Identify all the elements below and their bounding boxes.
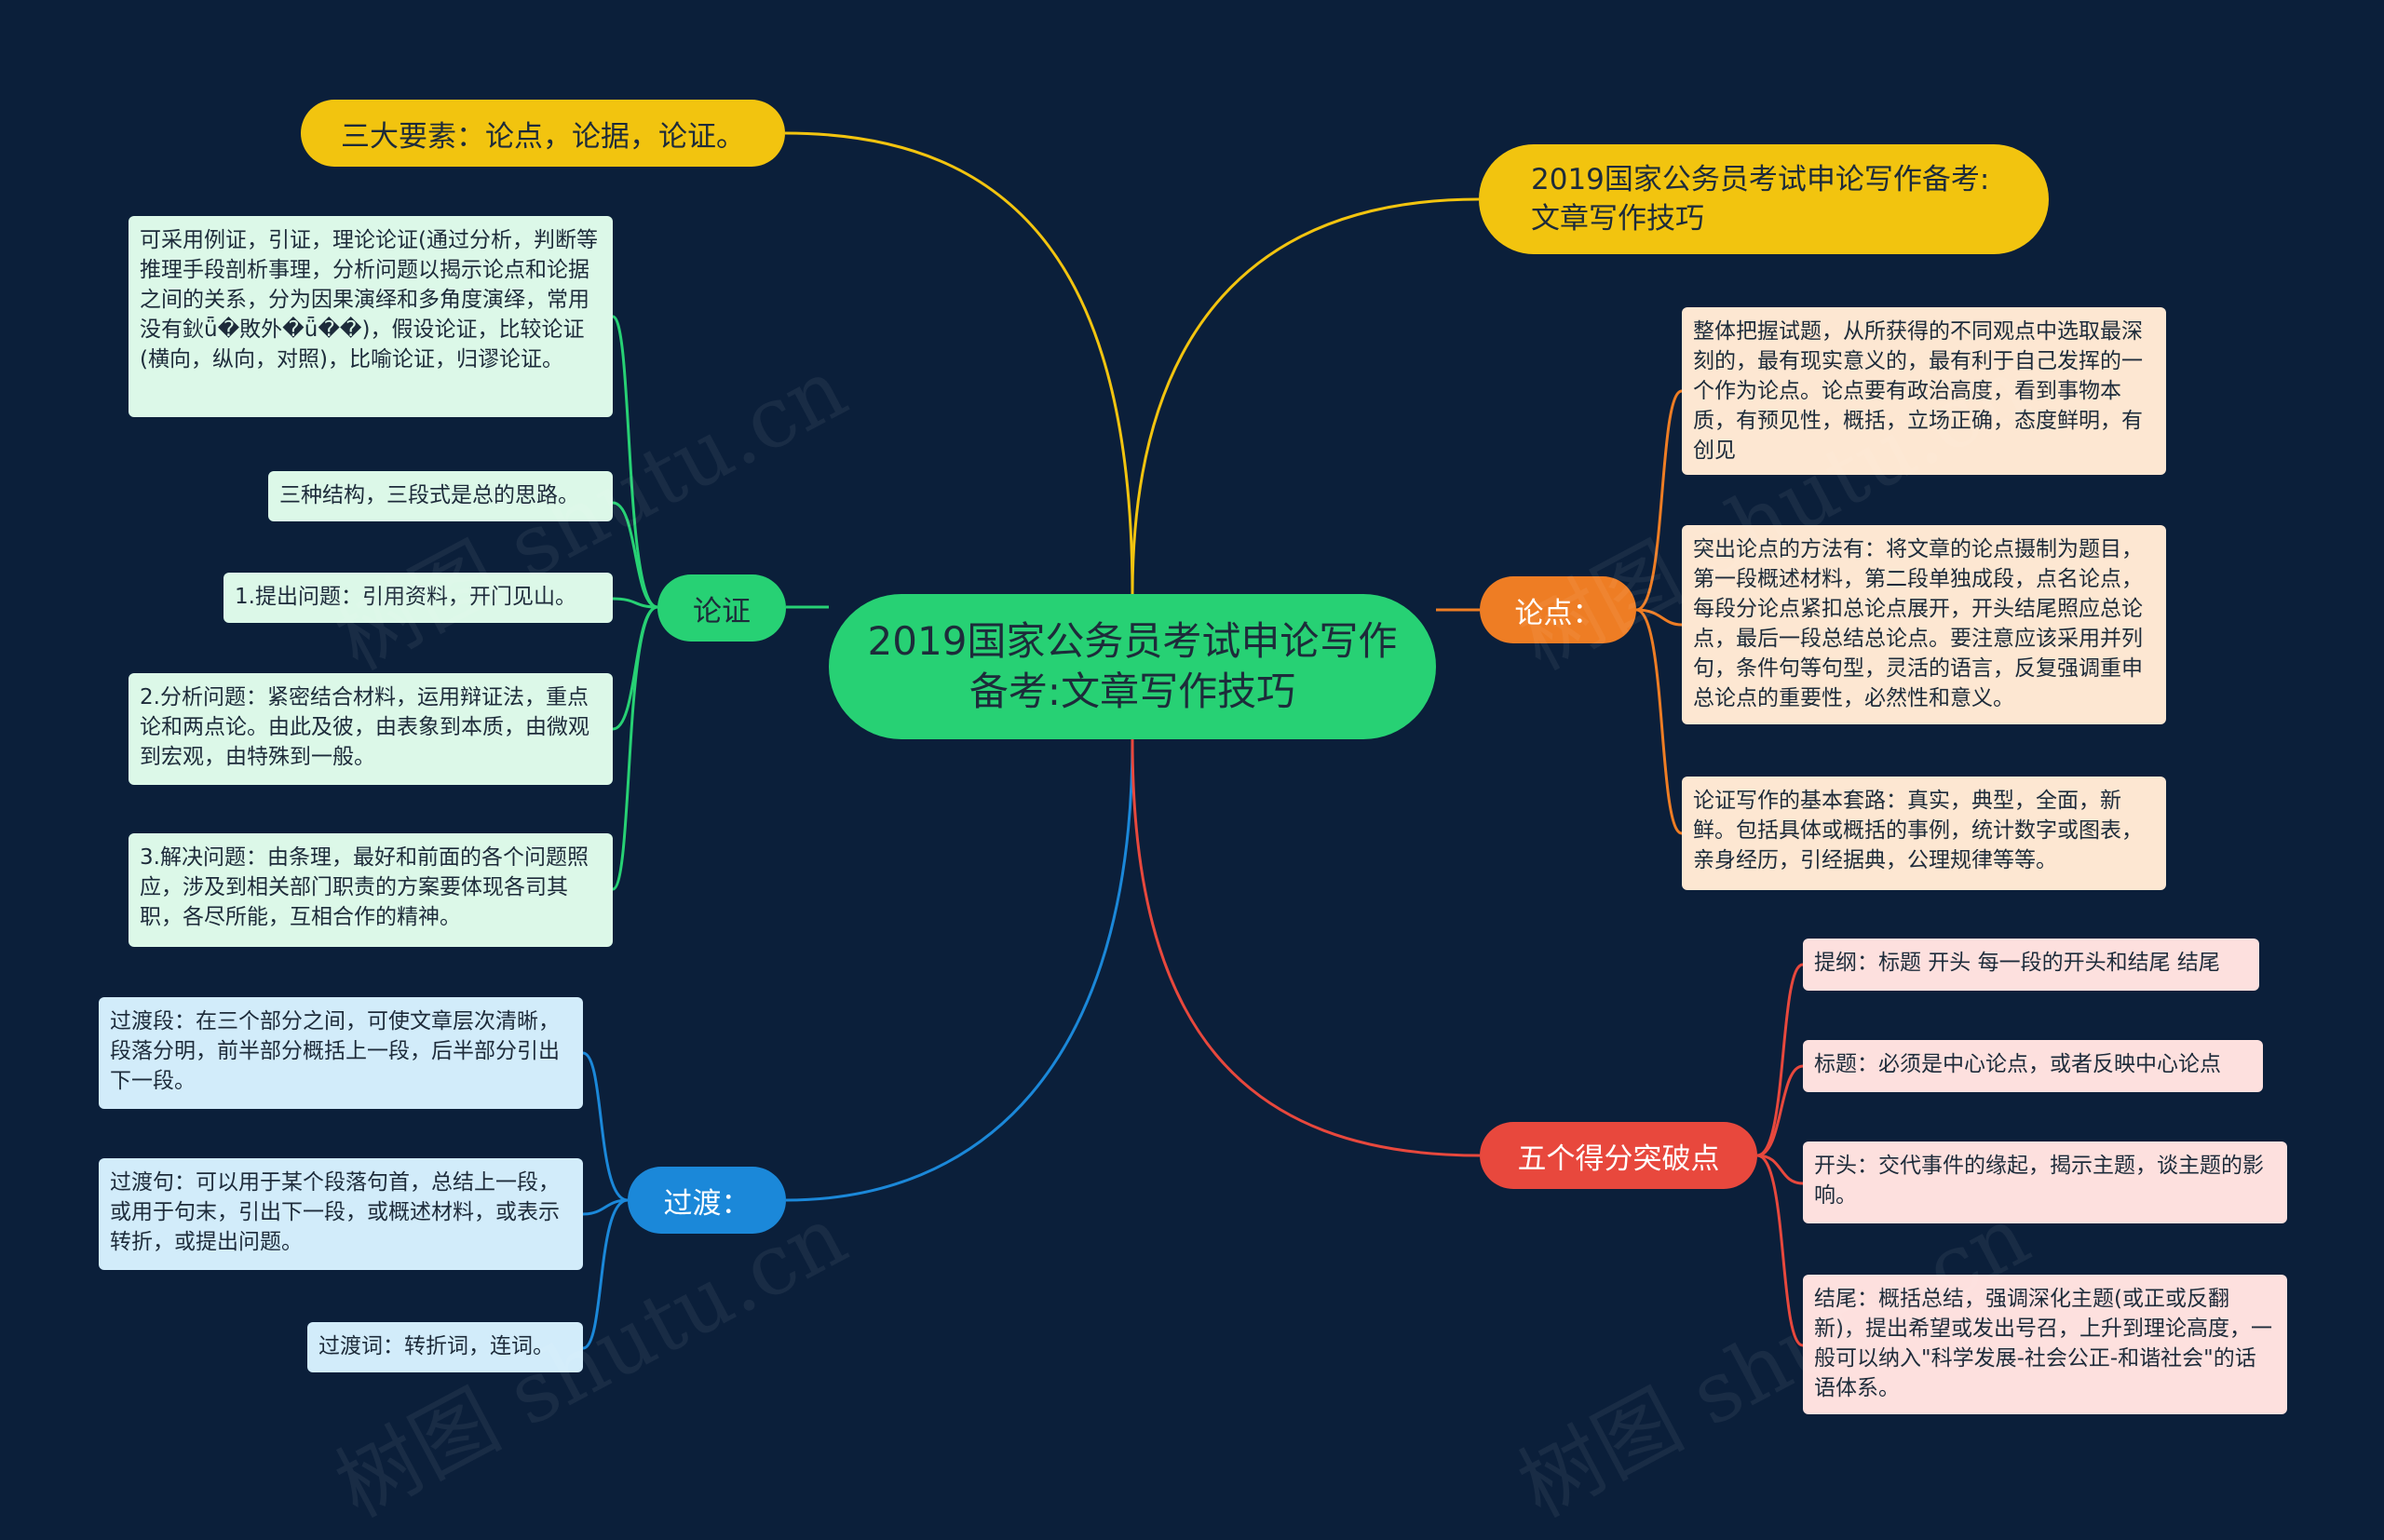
link-defen-leaf-3 (1756, 1154, 1804, 1185)
link-lunzheng-leaf-4 (612, 605, 658, 731)
link-lundian-leaf-2 (1635, 608, 1683, 627)
link-lundian-leaf-1 (1635, 389, 1683, 612)
branch-guodu[interactable]: 过渡： (628, 1167, 786, 1234)
link-root-yellow-right (1131, 197, 1480, 597)
lunzheng-leaf-1[interactable]: 可采用例证，引证，理论论证(通过分析，判断等推理手段剖析事理，分析问题以揭示论点… (129, 216, 613, 417)
link-lunzheng-leaf-5 (612, 605, 658, 891)
branch-lunzheng[interactable]: 论证 (657, 574, 786, 642)
link-guodu-leaf-3 (582, 1198, 629, 1350)
guodu-leaf-1[interactable]: 过渡段：在三个部分之间，可使文章层次清晰，段落分明，前半部分概括上一段，后半部分… (99, 997, 583, 1109)
guodu-leaf-2[interactable]: 过渡句：可以用于某个段落句首，总结上一段，或用于句末，引出下一段，或概述材料，或… (99, 1158, 583, 1270)
link-lunzheng-leaf-2 (612, 501, 658, 609)
branch-title-repeat[interactable]: 2019国家公务员考试申论写作备考:文章写作技巧 (1479, 144, 2049, 254)
branch-three-elements[interactable]: 三大要素：论点，论据，论证。 (301, 100, 785, 167)
branch-lundian[interactable]: 论点： (1480, 576, 1636, 643)
lundian-leaf-2[interactable]: 突出论点的方法有：将文章的论点摄制为题目，第一段概述材料，第二段单独成段，点名论… (1682, 525, 2166, 724)
link-lunzheng-leaf-1 (612, 315, 658, 609)
lundian-leaf-1[interactable]: 整体把握试题，从所获得的不同观点中选取最深刻的，最有现实意义的，最有利于自己发挥… (1682, 307, 2166, 475)
branch-defen[interactable]: 五个得分突破点 (1480, 1122, 1757, 1189)
lunzheng-leaf-2[interactable]: 三种结构，三段式是总的思路。 (268, 471, 613, 521)
lundian-leaf-3[interactable]: 论证写作的基本套路：真实，典型，全面，新鲜。包括具体或概括的事例，统计数字或图表… (1682, 777, 2166, 890)
defen-leaf-1[interactable]: 提纲：标题 开头 每一段的开头和结尾 结尾 (1803, 939, 2259, 991)
link-lunzheng-leaf-3 (612, 597, 658, 609)
link-defen-leaf-4 (1756, 1154, 1804, 1347)
defen-leaf-4[interactable]: 结尾：概括总结，强调深化主题(或正或反翻新)，提出希望或发出号召，上升到理论高度… (1803, 1275, 2287, 1414)
link-root-yellow-top (784, 131, 1134, 597)
lunzheng-leaf-4[interactable]: 2.分析问题：紧密结合材料，运用辩证法，重点论和两点论。由此及彼，由表象到本质，… (129, 673, 613, 785)
link-root-guodu (785, 738, 1134, 1202)
root-topic[interactable]: 2019国家公务员考试申论写作备考:文章写作技巧 (829, 594, 1436, 739)
lunzheng-leaf-3[interactable]: 1.提出问题：引用资料，开门见山。 (224, 573, 613, 623)
link-lundian-leaf-3 (1635, 608, 1683, 835)
link-root-defen (1131, 738, 1481, 1157)
link-defen-leaf-1 (1756, 963, 1804, 1157)
guodu-leaf-3[interactable]: 过渡词：转折词，连词。 (307, 1322, 583, 1372)
link-defen-leaf-2 (1756, 1064, 1804, 1157)
link-guodu-leaf-1 (582, 1051, 629, 1202)
lunzheng-leaf-5[interactable]: 3.解决问题：由条理，最好和前面的各个问题照应，涉及到相关部门职责的方案要体现各… (129, 833, 613, 947)
defen-leaf-2[interactable]: 标题：必须是中心论点，或者反映中心论点 (1803, 1040, 2263, 1092)
defen-leaf-3[interactable]: 开头：交代事件的缘起，揭示主题，谈主题的影响。 (1803, 1141, 2287, 1223)
